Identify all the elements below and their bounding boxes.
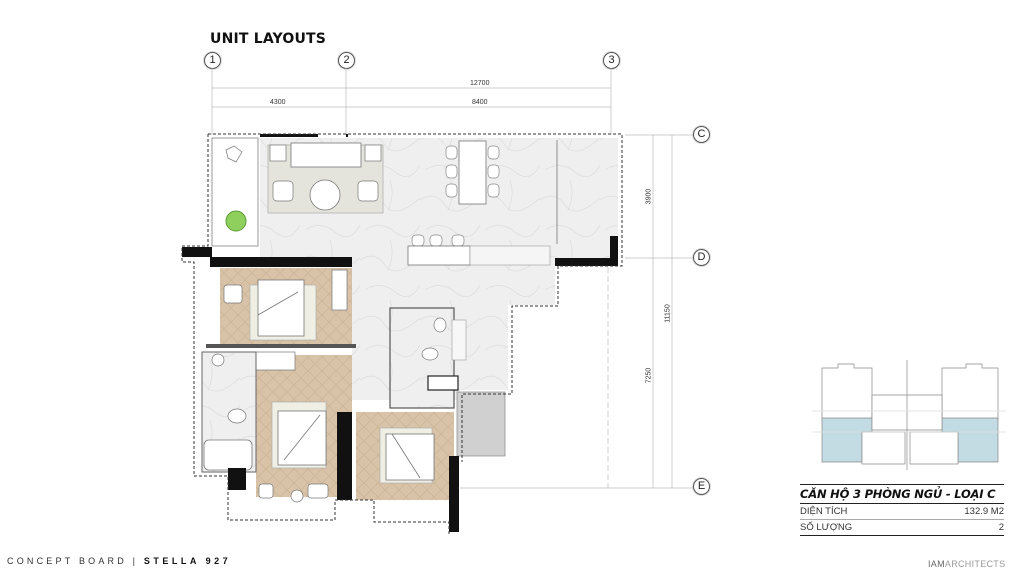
footer-project-name: STELLA 927 [143, 556, 232, 566]
bedroom-1-bed [257, 279, 305, 337]
dim-segment-4300: 4300 [270, 99, 286, 106]
footer-separator: | [132, 556, 139, 566]
unit-outline [181, 133, 623, 534]
grid-bubble-1: 1 [204, 52, 221, 69]
grid-bubble-d: D [693, 249, 710, 266]
info-row-quantity: SỐ LƯỢNG 2 [800, 520, 1004, 536]
area-value: 132.9 M2 [964, 506, 1004, 517]
coffee-table [309, 179, 341, 211]
brand-bold: IAM [928, 559, 945, 569]
dining-table [458, 140, 487, 205]
bedroom-3-bed [385, 433, 435, 481]
keyplan [812, 360, 1006, 470]
page-title: UNIT LAYOUTS [210, 31, 327, 47]
plant [225, 210, 247, 232]
dim-segment-8400: 8400 [472, 99, 488, 106]
sofa [290, 142, 362, 168]
grid-bubble-2: 2 [338, 52, 355, 69]
unit-info-table: CĂN HỘ 3 PHÒNG NGỦ - LOẠI C DIỆN TÍCH 13… [800, 484, 1004, 536]
grid-bubble-c: C [693, 126, 710, 143]
footer-board-label: CONCEPT BOARD [7, 556, 127, 566]
footer-project: CONCEPT BOARD | STELLA 927 [7, 556, 231, 566]
area-label: DIỆN TÍCH [800, 506, 848, 517]
laundry [456, 391, 506, 457]
grid-bubble-3: 3 [603, 52, 620, 69]
wardrobe-1 [331, 269, 348, 311]
brand-light: ARCHITECTS [944, 559, 1006, 569]
grid-bubble-e: E [693, 478, 710, 495]
quantity-value: 2 [998, 522, 1004, 533]
info-row-area: DIỆN TÍCH 132.9 M2 [800, 504, 1004, 520]
footer-brand: IAMARCHITECTS [928, 559, 1005, 569]
bathtub [203, 439, 253, 471]
kitchen-island [407, 245, 471, 266]
walls [182, 134, 618, 532]
dimension-lines [211, 68, 693, 489]
unit-type-title: CĂN HỘ 3 PHÒNG NGỦ - LOẠI C [800, 484, 1004, 504]
dim-total-horizontal: 12700 [470, 80, 490, 87]
quantity-label: SỐ LƯỢNG [800, 522, 853, 533]
